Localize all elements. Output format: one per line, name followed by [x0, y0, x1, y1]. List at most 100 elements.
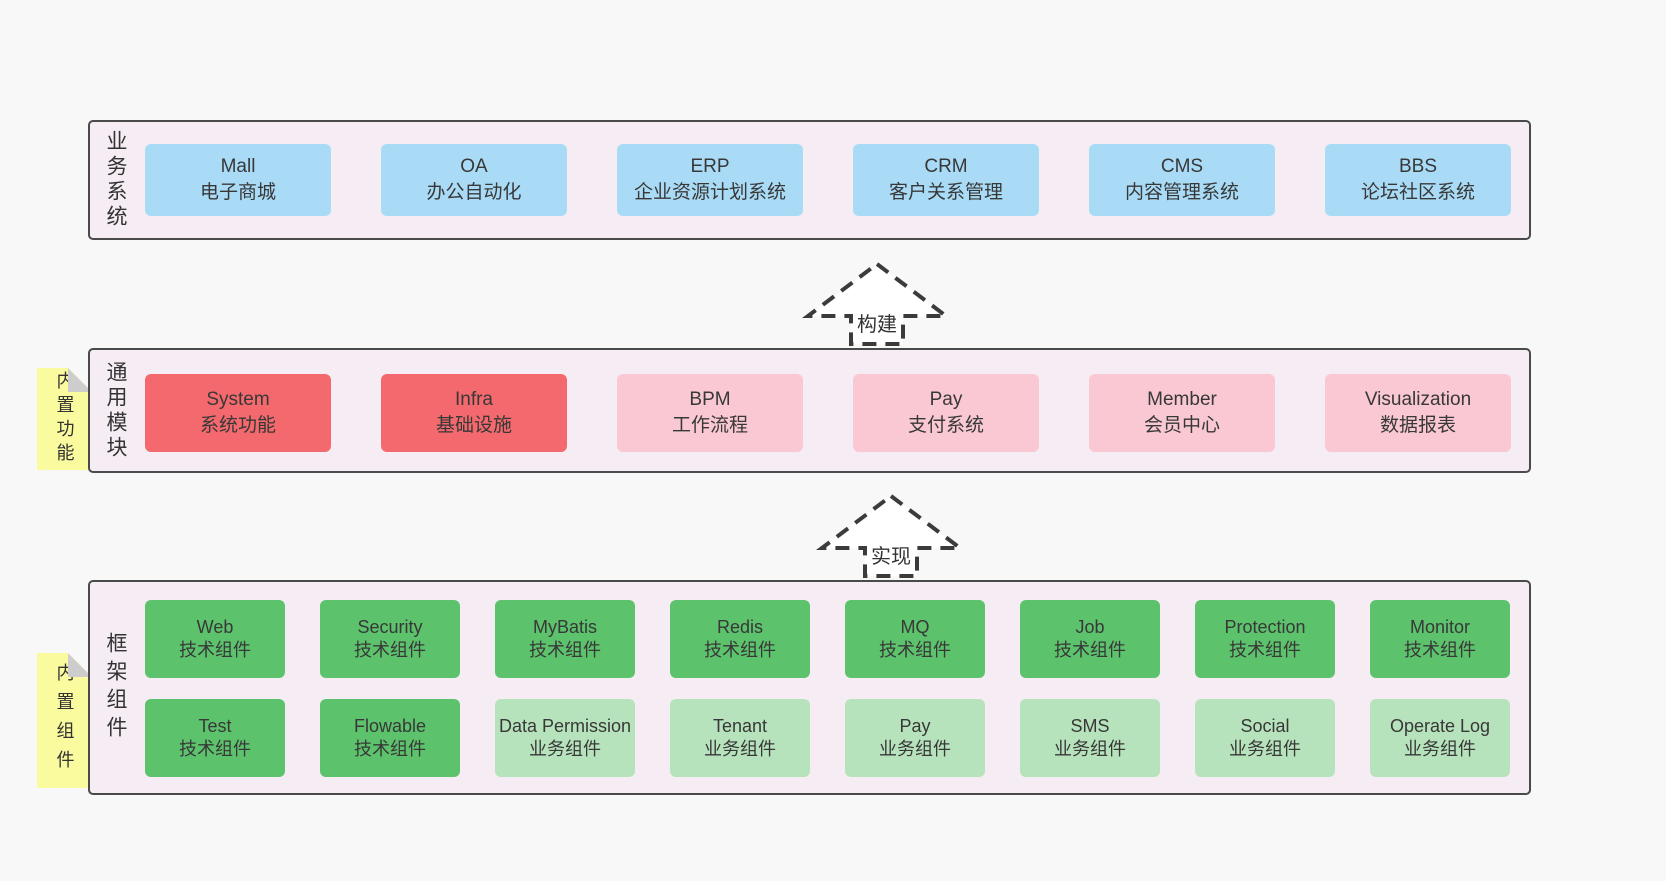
box-name: Security	[357, 616, 423, 637]
box-desc: 会员中心	[1143, 415, 1220, 436]
box-erp: ERP 企业资源计划系统	[617, 144, 803, 216]
box-sms: SMS 业务组件	[1020, 699, 1160, 777]
arrow-up-shape	[816, 493, 966, 578]
framework-box-row-1: Web 技术组件 Security 技术组件 MyBatis 技术组件 Redi…	[145, 600, 1510, 678]
box-desc: 内容管理系统	[1124, 182, 1239, 203]
box-name: Pay	[899, 715, 931, 736]
box-flowable: Flowable 技术组件	[320, 699, 460, 777]
box-mybatis: MyBatis 技术组件	[495, 600, 635, 678]
layer-modules-label: 通用模块	[104, 360, 127, 461]
box-desc: 业务组件	[1054, 739, 1126, 759]
box-name: Job	[1075, 616, 1105, 637]
box-pay-component: Pay 业务组件	[845, 699, 985, 777]
box-cms: CMS 内容管理系统	[1089, 144, 1275, 216]
box-name: Mall	[220, 155, 256, 177]
box-desc: 工作流程	[671, 415, 748, 436]
box-name: ERP	[690, 155, 730, 177]
box-desc: 技术组件	[179, 640, 251, 660]
box-system: System 系统功能	[145, 374, 331, 452]
business-box-row: Mall 电子商城 OA 办公自动化 ERP 企业资源计划系统 CRM 客户关系…	[145, 144, 1511, 216]
layer-framework-label: 框架组件	[104, 631, 127, 744]
box-mall: Mall 电子商城	[145, 144, 331, 216]
box-bbs: BBS 论坛社区系统	[1325, 144, 1511, 216]
box-desc: 业务组件	[704, 739, 776, 759]
box-name: Flowable	[353, 715, 427, 736]
box-name: Visualization	[1364, 388, 1472, 410]
box-social: Social 业务组件	[1195, 699, 1335, 777]
box-crm: CRM 客户关系管理	[853, 144, 1039, 216]
arrow-label-bg	[868, 543, 914, 570]
box-member: Member 会员中心	[1089, 374, 1275, 452]
box-data-permission: Data Permission 业务组件	[495, 699, 635, 777]
box-desc: 办公自动化	[426, 182, 522, 203]
box-name: BBS	[1398, 155, 1438, 177]
arrow-label-bg	[854, 311, 900, 338]
box-desc: 技术组件	[704, 640, 776, 660]
box-desc: 系统功能	[199, 415, 276, 436]
box-name: MQ	[900, 616, 930, 637]
box-desc: 客户关系管理	[888, 182, 1003, 203]
note-builtin-functions-label: 内置功能	[54, 371, 75, 467]
box-name: Monitor	[1409, 616, 1471, 637]
box-name: OA	[460, 155, 488, 177]
layer-framework-components: 框架组件 Web 技术组件 Security 技术组件 MyBatis 技术组件…	[88, 580, 1531, 795]
box-desc: 电子商城	[199, 182, 276, 203]
box-desc: 技术组件	[529, 640, 601, 660]
layer-business-label: 业务系统	[104, 130, 127, 230]
framework-box-row-2: Test 技术组件 Flowable 技术组件 Data Permission …	[145, 699, 1510, 777]
note-builtin-components-label: 内置组件	[54, 662, 75, 779]
box-name: Redis	[716, 616, 764, 637]
box-security: Security 技术组件	[320, 600, 460, 678]
box-desc: 技术组件	[879, 640, 951, 660]
box-name: MyBatis	[532, 616, 597, 637]
box-protection: Protection 技术组件	[1195, 600, 1335, 678]
box-infra: Infra 基础设施	[381, 374, 567, 452]
layer-common-modules: 通用模块 System 系统功能 Infra 基础设施 BPM 工作流程 Pay…	[88, 348, 1531, 473]
arrow-implement-label: 实现	[871, 545, 911, 568]
box-monitor: Monitor 技术组件	[1370, 600, 1510, 678]
box-desc: 数据报表	[1379, 415, 1456, 436]
box-name: Data Permission	[498, 715, 632, 736]
note-builtin-components: 内置组件	[37, 653, 92, 788]
layer-business-systems: 业务系统 Mall 电子商城 OA 办公自动化 ERP 企业资源计划系统 CRM…	[88, 120, 1531, 240]
box-oa: OA 办公自动化	[381, 144, 567, 216]
box-operate-log: Operate Log 业务组件	[1370, 699, 1510, 777]
box-web: Web 技术组件	[145, 600, 285, 678]
modules-box-row: System 系统功能 Infra 基础设施 BPM 工作流程 Pay 支付系统…	[145, 374, 1511, 452]
box-name: SMS	[1070, 715, 1110, 736]
box-name: Web	[196, 616, 234, 637]
box-redis: Redis 技术组件	[670, 600, 810, 678]
box-tenant: Tenant 业务组件	[670, 699, 810, 777]
box-desc: 论坛社区系统	[1360, 182, 1475, 203]
box-desc: 业务组件	[529, 739, 601, 759]
box-name: BPM	[689, 388, 731, 410]
box-name: Operate Log	[1389, 715, 1491, 736]
box-desc: 业务组件	[1404, 739, 1476, 759]
box-mq: MQ 技术组件	[845, 600, 985, 678]
box-name: Test	[198, 715, 232, 736]
note-builtin-functions: 内置功能	[37, 368, 92, 470]
arrow-build-label: 构建	[857, 313, 897, 336]
box-pay-module: Pay 支付系统	[853, 374, 1039, 452]
box-desc: 支付系统	[907, 415, 984, 436]
box-name: CRM	[924, 155, 968, 177]
box-desc: 技术组件	[354, 739, 426, 759]
box-visualization: Visualization 数据报表	[1325, 374, 1511, 452]
box-desc: 技术组件	[1404, 640, 1476, 660]
box-name: Tenant	[712, 715, 768, 736]
box-desc: 技术组件	[179, 739, 251, 759]
arrow-implement: 实现	[816, 493, 966, 578]
box-name: Infra	[454, 388, 494, 410]
box-name: System	[206, 388, 270, 410]
box-name: Protection	[1224, 616, 1306, 637]
box-desc: 技术组件	[1054, 640, 1126, 660]
box-desc: 业务组件	[1229, 739, 1301, 759]
arrow-build: 构建	[802, 261, 952, 346]
box-desc: 基础设施	[435, 415, 512, 436]
box-desc: 技术组件	[1229, 640, 1301, 660]
arrow-up-shape	[802, 261, 952, 346]
box-test: Test 技术组件	[145, 699, 285, 777]
box-bpm: BPM 工作流程	[617, 374, 803, 452]
box-name: Member	[1147, 388, 1217, 410]
